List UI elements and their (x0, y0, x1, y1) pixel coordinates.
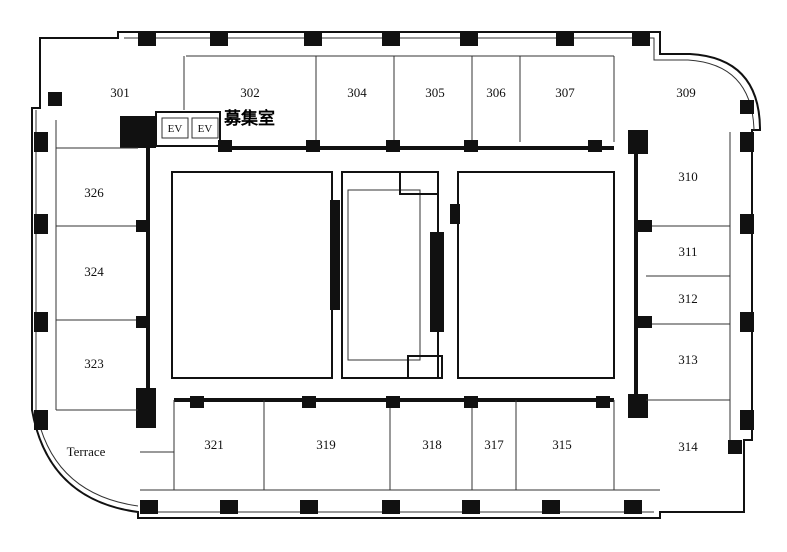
terrace-label: Terrace (67, 444, 106, 459)
room-306: 306 (486, 85, 506, 100)
room-321: 321 (204, 437, 224, 452)
corridor-walls (120, 116, 648, 428)
room-323: 323 (84, 356, 104, 371)
room-309: 309 (676, 85, 696, 100)
ev-label-left: EV (168, 123, 183, 135)
south-partitions (140, 400, 660, 491)
north-partitions (183, 55, 615, 142)
recruiting-room-label: 募集室 (223, 108, 275, 129)
room-317: 317 (484, 437, 504, 452)
room-312: 312 (678, 291, 698, 306)
side-pillars (34, 92, 754, 454)
room-324: 324 (84, 264, 104, 279)
room-314: 314 (678, 439, 698, 454)
west-partitions (55, 120, 138, 411)
elevator-right (191, 117, 219, 139)
east-partitions (646, 132, 731, 440)
room-315: 315 (552, 437, 572, 452)
core-blocks (171, 171, 615, 379)
outer-wall (31, 31, 762, 519)
room-labels: 301 302 304 305 306 307 309 310 311 312 … (67, 85, 699, 459)
room-311: 311 (678, 244, 697, 259)
room-326: 326 (84, 185, 104, 200)
ev-label-right: EV (198, 123, 213, 135)
room-318: 318 (422, 437, 442, 452)
room-302: 302 (240, 85, 260, 100)
elevator-left (161, 117, 189, 139)
room-313: 313 (678, 352, 698, 367)
elevator-group: EV EV (155, 111, 221, 147)
room-310: 310 (678, 169, 698, 184)
top-pillars (138, 32, 650, 46)
bottom-pillars (140, 500, 642, 514)
room-307: 307 (555, 85, 575, 100)
door-walls (136, 140, 652, 408)
room-301: 301 (110, 85, 130, 100)
room-305: 305 (425, 85, 445, 100)
room-304: 304 (347, 85, 367, 100)
room-319: 319 (316, 437, 336, 452)
